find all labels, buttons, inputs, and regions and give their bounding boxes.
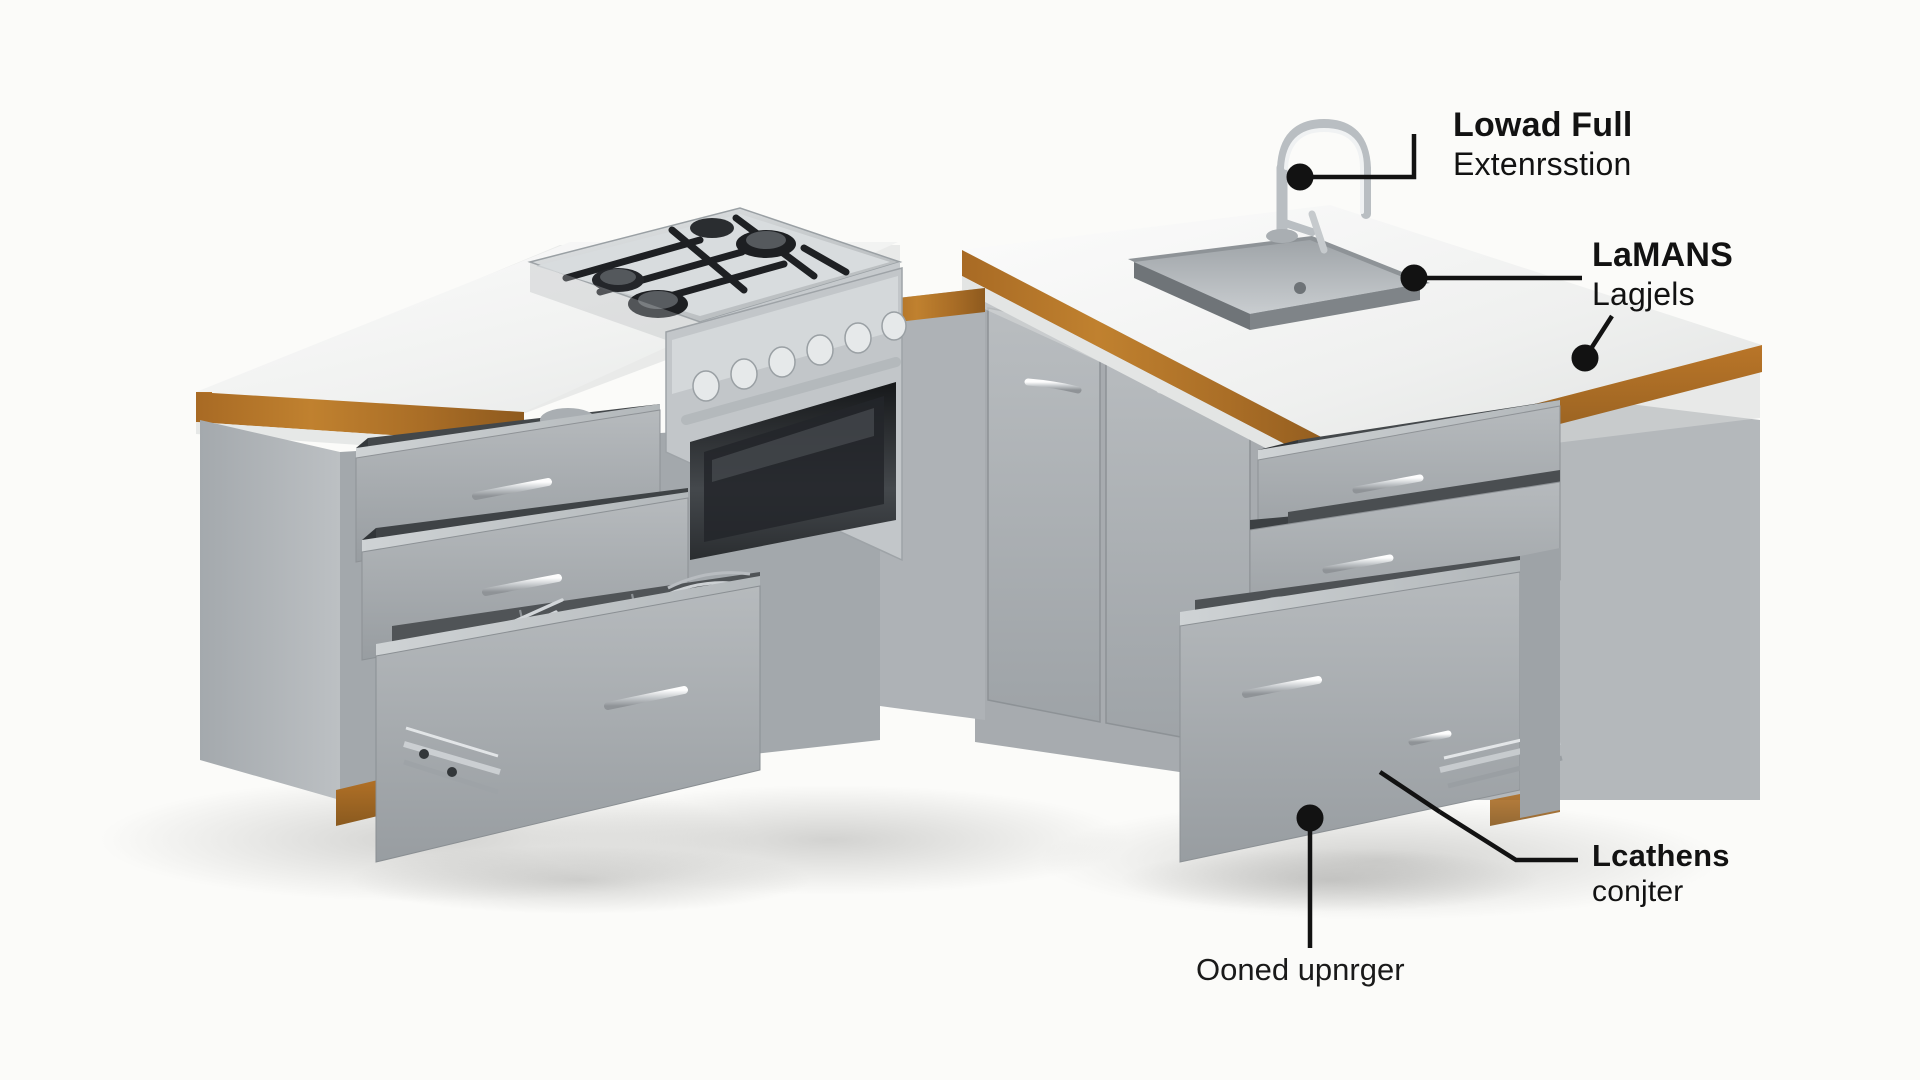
drawer-right-3-handle [1242, 676, 1322, 698]
annotation-lamans-labels-line2: Lagjels [1592, 276, 1695, 312]
faucet [1266, 118, 1371, 254]
annotation-leathens-corner-line1: Lcathens [1592, 838, 1730, 873]
oven-door-handle [681, 357, 901, 425]
sink-drain [1294, 282, 1306, 294]
drawer-left-2-handle [482, 574, 562, 596]
door-handle-corner [1024, 378, 1082, 394]
drawer-left-3 [375, 571, 761, 863]
worktop-corner-wood-edge [880, 288, 985, 324]
oven [665, 267, 907, 562]
annotation-lamans-labels-line1: LaMANS [1592, 236, 1733, 274]
drawer-right-2-handle [1322, 554, 1394, 574]
annotation-leathens-corner: Lcathens conjter [1592, 840, 1730, 907]
carcass-right-side [1520, 548, 1560, 818]
drawer-left-3-handle [604, 686, 688, 710]
drawer-left-1-handle [472, 478, 552, 500]
leader-lamans-labels [1400, 264, 1614, 372]
annotation-lamans-labels: LaMANS Lagjels [1592, 238, 1733, 310]
leader-load-full-extension [1286, 134, 1417, 191]
annotation-load-full-extension-line1: Lowad Full [1453, 106, 1633, 144]
drawer-right-3 [1179, 556, 1563, 863]
annotation-load-full-extension: Lowad Full Extenrsstion [1453, 108, 1633, 180]
annotation-leaders [1286, 134, 1614, 948]
drawer-right-1-handle [1352, 474, 1424, 494]
oven-knobs [692, 311, 907, 402]
annotation-leathens-corner-line2: conjter [1592, 875, 1684, 908]
shadow-under-left-drawer [350, 846, 810, 914]
leader-leathens-corner [1378, 770, 1578, 863]
leader-opened-drawer [1296, 804, 1324, 948]
worktop-right-wood-edge-front [962, 250, 1350, 478]
hob-burners [592, 218, 796, 318]
drawer-right-1 [1257, 400, 1561, 561]
door-corner [987, 307, 1101, 723]
sink [1128, 236, 1430, 330]
annotation-load-full-extension-line2: Extenrsstion [1453, 146, 1632, 182]
shadow-under-right-drawer [1120, 848, 1540, 912]
drawer-right-3-handle-lower [1408, 730, 1452, 746]
drawer-left-runners [403, 726, 501, 795]
cabinet-corner-block [880, 288, 985, 720]
annotation-opened-drawer: Ooned upnrger [1196, 952, 1405, 987]
